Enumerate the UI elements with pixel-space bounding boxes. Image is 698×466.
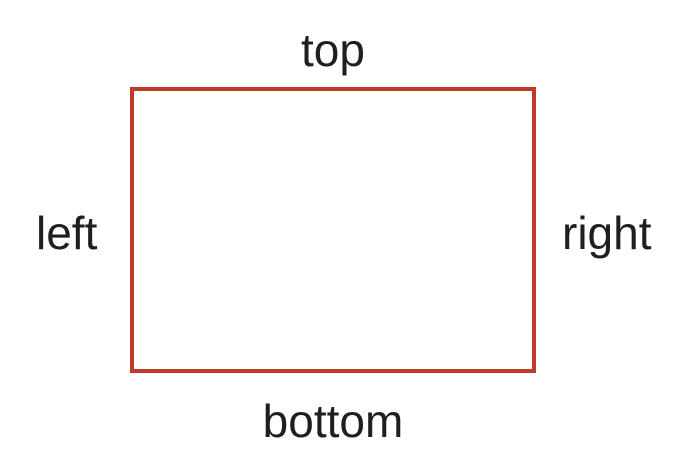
- red-rectangle: [130, 87, 536, 373]
- left-label: left: [36, 207, 98, 259]
- right-label: right: [562, 207, 652, 259]
- bottom-label: bottom: [262, 395, 404, 447]
- top-label: top: [301, 24, 365, 76]
